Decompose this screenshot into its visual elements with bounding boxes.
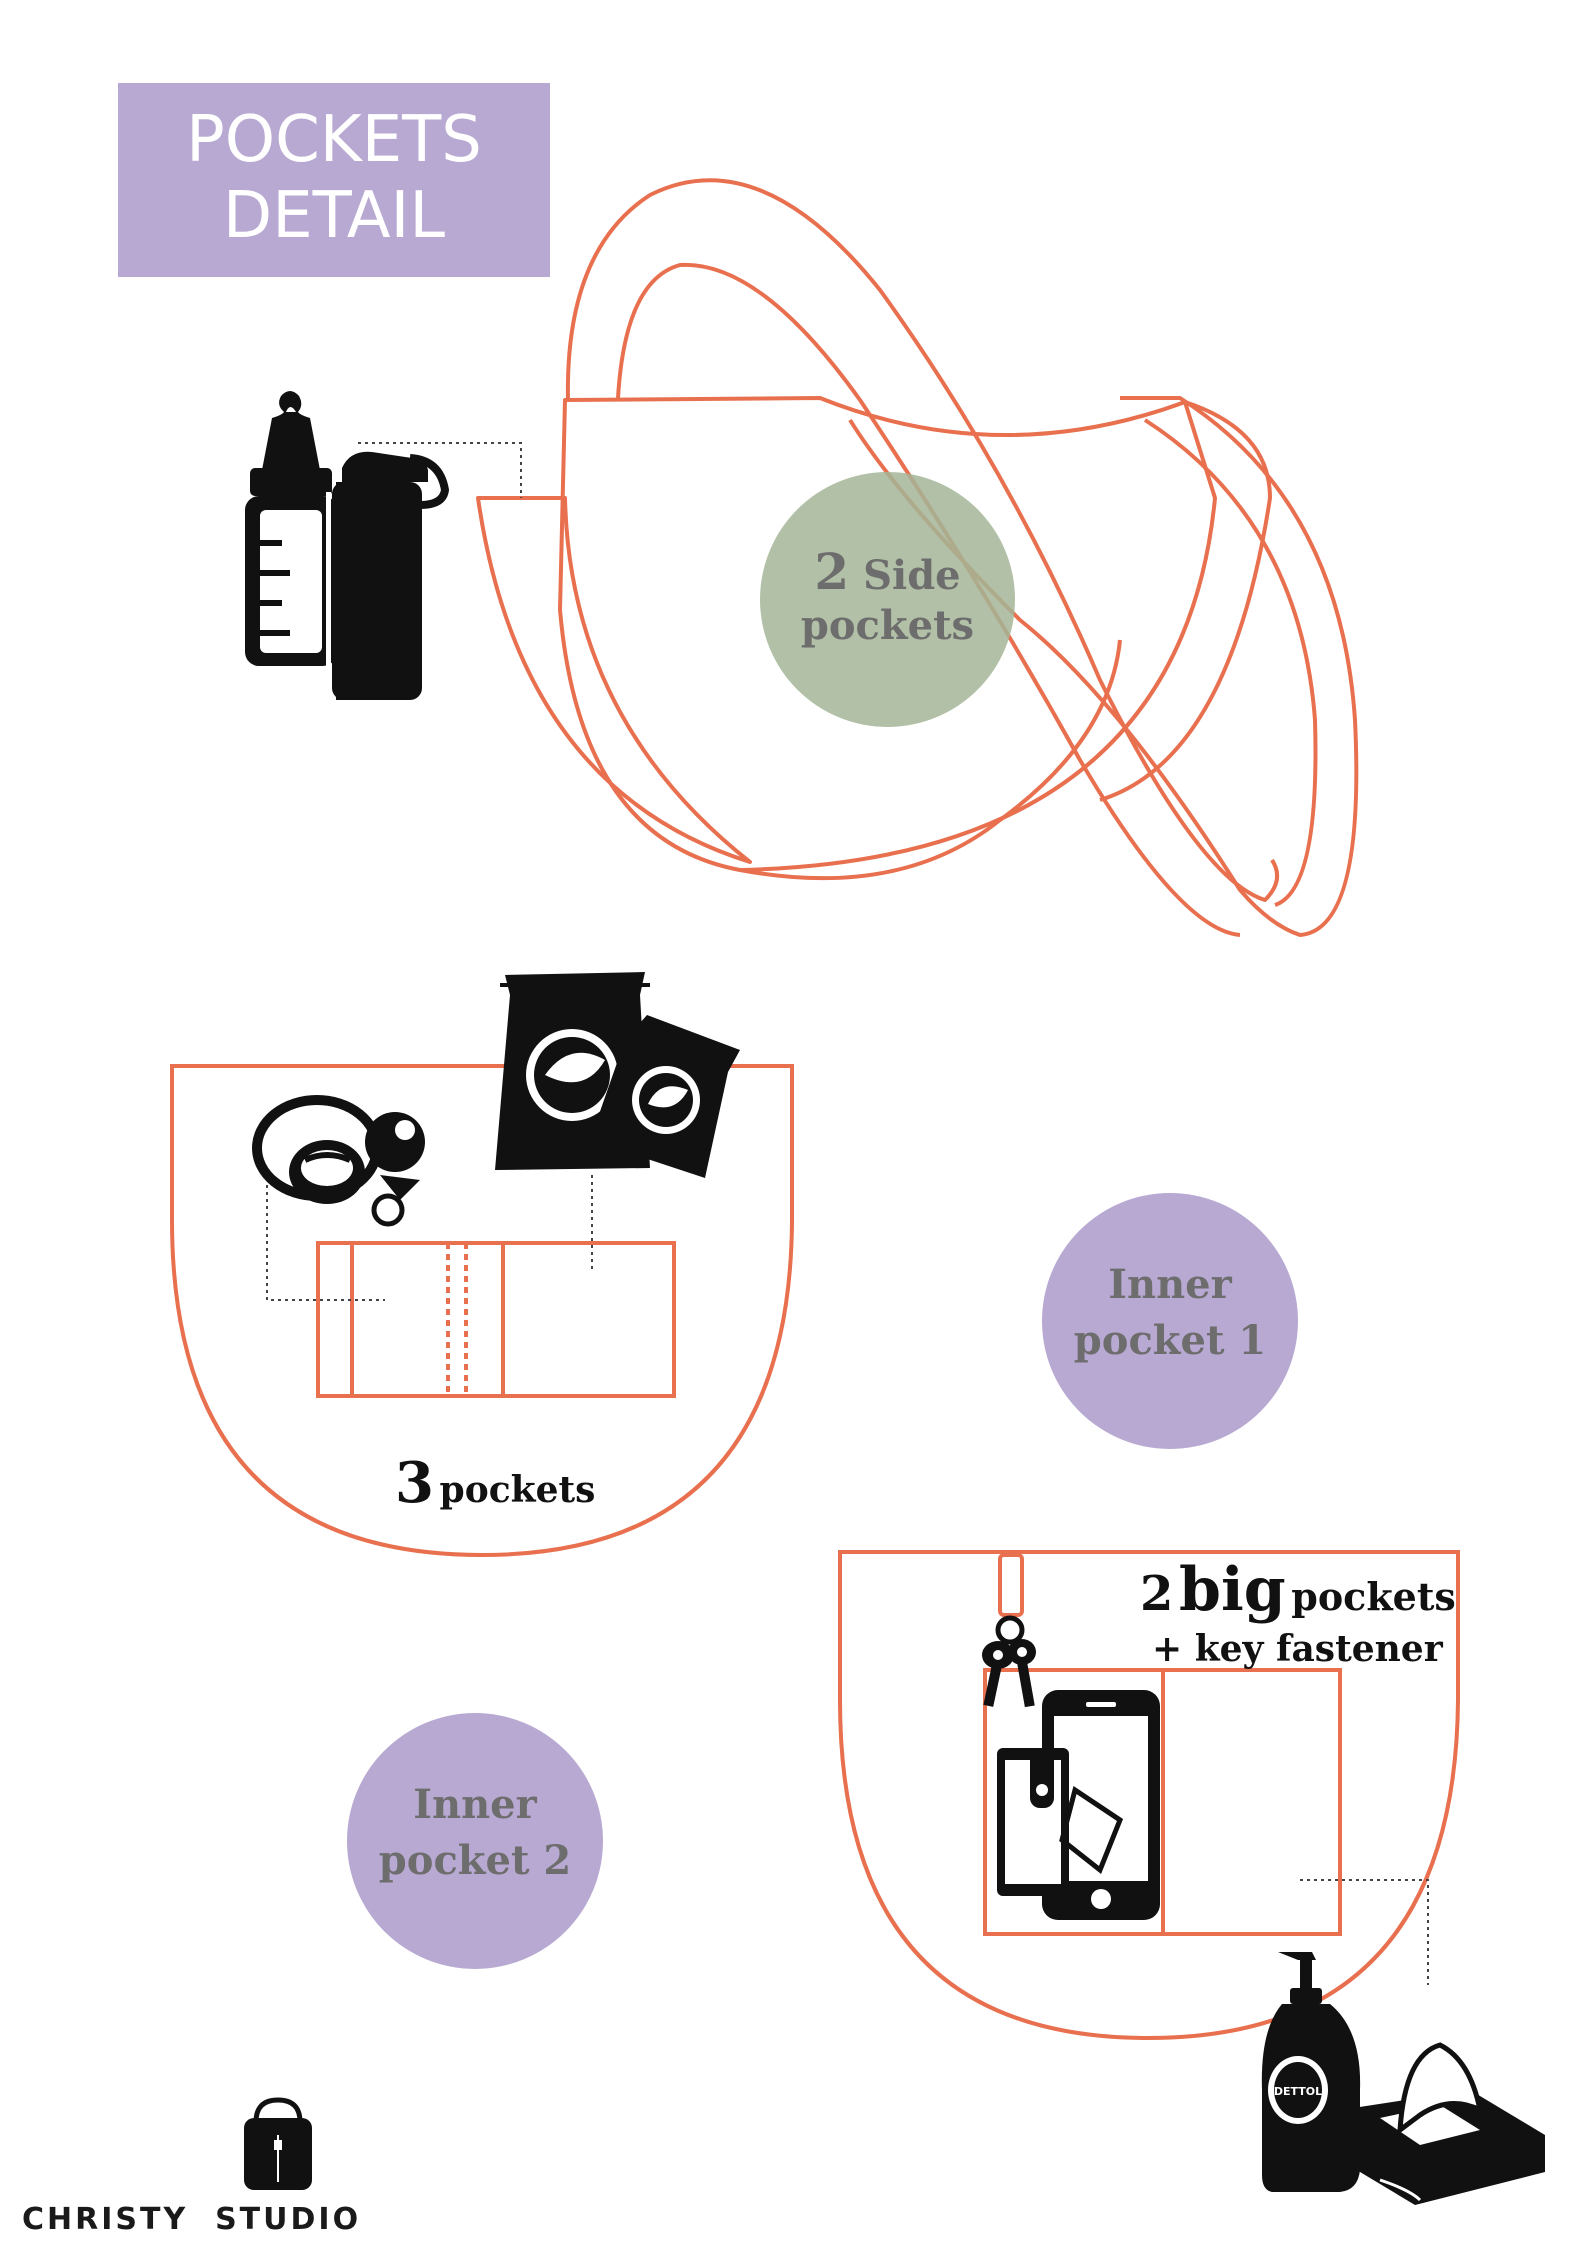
side-pockets-word-side: Side: [863, 552, 961, 599]
wipes-box-icon: [1340, 2042, 1545, 2205]
brand-name: CHRISTY STUDIO: [22, 2202, 362, 2237]
three-pockets-label: 3 pockets: [395, 1450, 595, 1516]
title-line-1: POCKETS: [186, 103, 482, 177]
baby-bottle-icon: [245, 391, 337, 666]
inner-pocket-2-leader-line: [1300, 1879, 1429, 1985]
title-line-2: DETAIL: [222, 179, 446, 253]
water-bottle-icon: [326, 451, 450, 700]
inner-pocket-2-circle: Inner pocket 2: [347, 1713, 603, 1969]
inner-pocket-1-circle: Inner pocket 1: [1042, 1193, 1298, 1449]
side-pockets-circle: 2 Side pockets: [760, 472, 1015, 727]
snack-bag-icon-small: [590, 1015, 740, 1178]
side-pockets-line-2: pockets: [800, 602, 975, 649]
inner-pocket-1-leader-lines: [266, 1175, 593, 1301]
backpack-logo-icon: [244, 2097, 312, 2190]
soap-pump-icon: DETTOL: [1261, 1952, 1361, 2192]
wallet-icon: [997, 1748, 1124, 1896]
big-pockets-number: 2: [1140, 1566, 1174, 1622]
keys-icon: [982, 1615, 1036, 1708]
inner-pocket-2-line-1: Inner: [413, 1781, 537, 1828]
side-pockets-number: 2: [814, 542, 850, 601]
big-pockets-label: 2 big pockets: [1140, 1555, 1456, 1625]
key-fastener-label: + key fastener: [1152, 1628, 1443, 1670]
side-pockets-line-1: 2 Side: [760, 542, 1015, 601]
big-pockets-word-pockets: pockets: [1291, 1574, 1456, 1619]
side-pocket-leader-line: [358, 442, 522, 498]
big-pockets-word-big: big: [1178, 1555, 1286, 1625]
wipes-brand-label: DETTOL: [1274, 2085, 1322, 2098]
three-pockets-number: 3: [395, 1450, 434, 1516]
smartphone-icon: [1042, 1690, 1160, 1920]
inner-pocket-2-line-2: pocket 2: [378, 1837, 572, 1884]
pacifier-icon: [252, 1095, 425, 1227]
title-box: POCKETS DETAIL: [118, 83, 550, 277]
inner-pocket-1-line-1: Inner: [1108, 1261, 1232, 1308]
three-pockets-text: pockets: [439, 1469, 596, 1511]
inner-pocket-1-line-2: pocket 1: [1073, 1317, 1267, 1364]
